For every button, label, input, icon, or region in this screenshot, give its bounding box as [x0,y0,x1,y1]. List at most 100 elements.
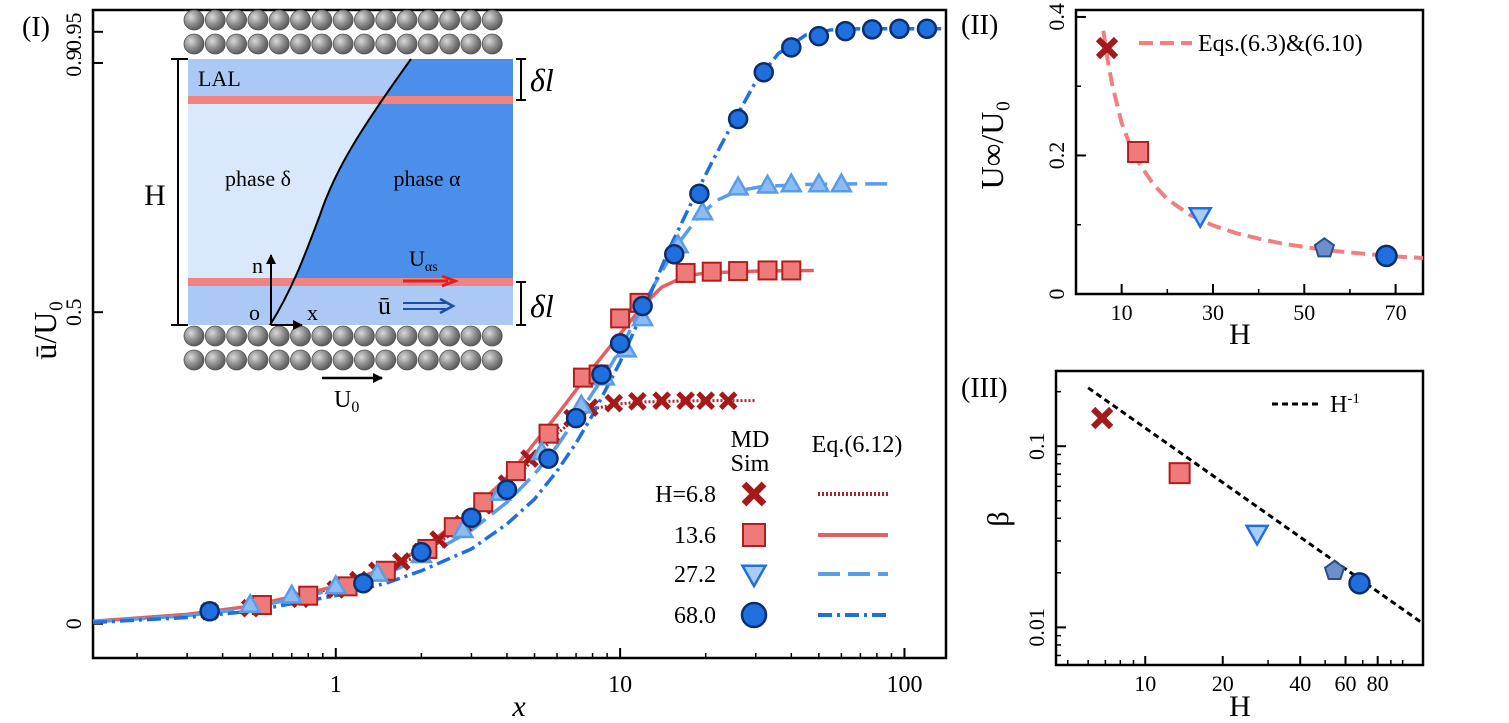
inset-phase-alpha-label: phase α [393,166,461,191]
inset-lal-label: LAL [198,66,241,91]
atom [290,9,311,31]
fit-curve-terminal-velocity [1101,30,1424,260]
md-point-2 [324,573,348,595]
point-beta-1 [1168,462,1191,485]
atom [311,325,333,347]
atom [247,325,269,347]
atom [460,325,482,347]
point-terminal-velocity-4 [1375,244,1398,268]
md-point-3 [591,364,612,385]
atom [375,349,397,371]
md-point-1 [781,260,802,281]
x-tick-label-beta: 60 [1335,671,1357,696]
atom [290,349,311,371]
inset-phase-delta-label: phase δ [225,166,291,191]
inset-dl-bottom-label: δl [530,288,554,324]
md-point-3 [663,243,685,265]
markers-terminal-velocity [1095,36,1398,268]
inset-interface-top [188,96,513,104]
y-tick-label-terminal-velocity: 0 [1044,289,1069,300]
atom [311,349,333,371]
atom [290,33,311,55]
md-point-3 [753,62,774,83]
legend-main: MD Sim Eq.(6.12) H=6.8 13.6 27.2 68.0 [655,427,902,629]
x-tick-label-main: 100 [886,672,922,698]
atom [204,349,226,371]
x-tick-label-terminal-velocity: 50 [1293,300,1315,325]
atom [247,9,269,31]
legend-marker-0 [741,481,767,507]
inset-h-label: H [144,179,166,212]
md-point-0 [628,391,647,411]
atom [183,33,205,55]
atom [311,33,333,55]
inset-u0-label: U0 [334,387,359,416]
atom [460,33,482,55]
point-terminal-velocity-0 [1095,36,1119,60]
point-terminal-velocity-1 [1127,141,1150,163]
md-point-3 [689,183,710,205]
inset-o-label: o [249,300,260,325]
md-point-3 [411,541,432,563]
atom [417,349,439,371]
atom [417,9,439,31]
atom [311,9,333,31]
md-point-2 [631,305,655,327]
md-point-1 [538,423,559,444]
y-tick-label-main: 0.95 [61,13,86,52]
y-tick-label-main: 0 [61,618,86,629]
inset-u-bar-arrowhead [439,297,456,315]
legend-symbols [740,481,888,629]
y-axis-label-terminal-velocity: U∞/U₀ [974,100,1010,189]
inset-schematic: H δl δl LAL phase δ phase α n o x Uαs [144,9,554,416]
atom [268,33,290,55]
atom [226,33,248,55]
x-axis-label-terminal-velocity: H [1229,318,1251,351]
md-point-3 [916,18,938,39]
atom [481,9,503,31]
atom [481,33,503,55]
md-point-1 [701,261,722,282]
md-point-2 [690,200,715,221]
atom [183,349,205,371]
legend-label-h680: 68.0 [674,603,716,629]
point-terminal-velocity-2 [1187,206,1213,230]
y-axis-label-main: ū/U₀ [27,300,63,359]
atom [481,349,503,371]
x-tick-label-beta: 80 [1367,671,1389,696]
atom [439,33,461,55]
legend-label-h136: 13.6 [674,523,716,549]
legend-label-h272: 27.2 [674,562,716,588]
fit-line-beta [1087,386,1424,625]
atom [332,33,354,55]
md-point-1 [757,260,778,281]
x-tick-label-beta: 10 [1134,671,1156,696]
md-point-0 [718,391,738,410]
legend-label-fit-terminal-velocity: Eqs.(6.3)&(6.10) [1198,31,1363,57]
md-point-3 [461,507,482,529]
point-terminal-velocity-3 [1313,237,1336,258]
atom [290,325,311,347]
x-tick-label-beta: 20 [1212,671,1234,696]
inset-contact-line [269,58,412,326]
md-point-3 [889,18,910,39]
atom [226,349,248,371]
atom [396,9,418,31]
atom [439,9,461,31]
legend-beta: H-1 [1272,391,1360,418]
y-tick-label-terminal-velocity: 0.4 [1044,3,1069,31]
atom [375,325,397,347]
md-point-2 [829,172,853,193]
markers-main [199,18,938,622]
atom [353,349,375,371]
legend-terminal-velocity: Eqs.(6.3)&(6.10) [1139,31,1363,57]
panel-label-main: (I) [22,12,50,43]
md-point-2 [726,175,750,196]
atom [268,9,290,31]
